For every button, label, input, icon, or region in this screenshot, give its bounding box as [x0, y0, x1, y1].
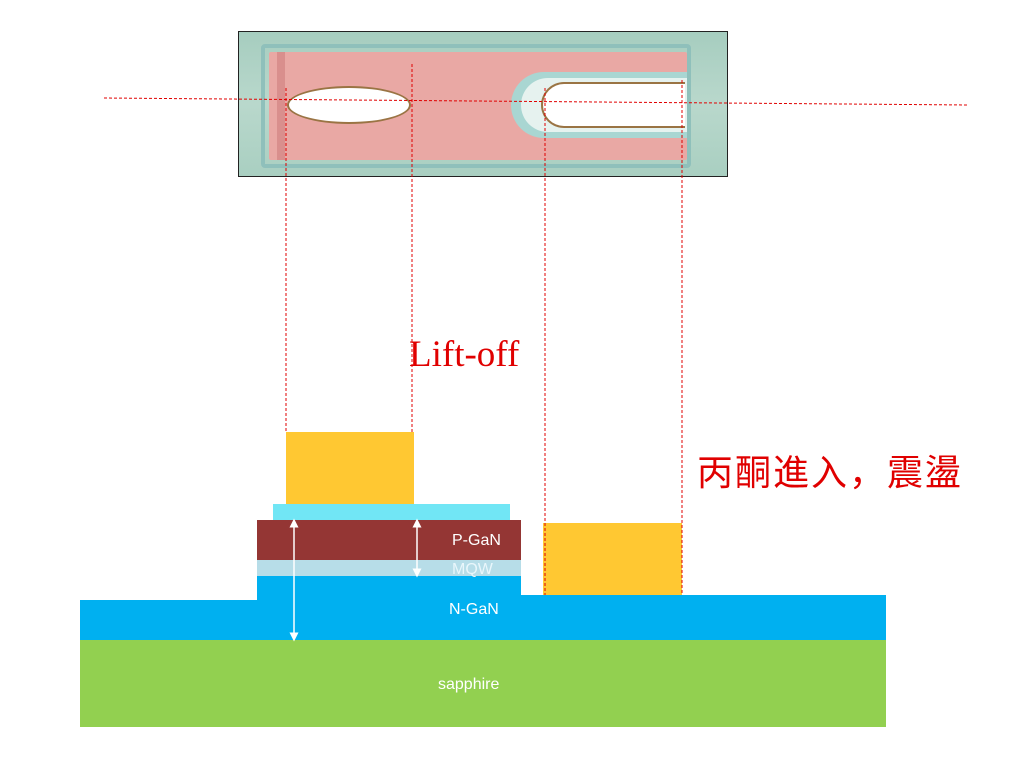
mesa-outline	[261, 44, 691, 168]
ito-layer	[273, 504, 510, 520]
mqw-layer	[257, 560, 521, 576]
acetone-note-caption: 丙酮進入，震盪	[697, 453, 964, 493]
sapphire-label: sapphire	[438, 676, 500, 693]
mqw-label: MQW	[452, 561, 493, 578]
n-electrode-metal	[543, 523, 682, 595]
pad-edge-strip	[277, 52, 285, 160]
p-electrode-metal	[286, 432, 414, 504]
n-gan-layer	[80, 600, 886, 640]
micrograph-photo	[238, 31, 728, 177]
p-contact-opening	[287, 86, 411, 124]
n-contact-opening	[541, 82, 685, 128]
horizontal-guide-line	[103, 97, 969, 106]
sapphire-substrate	[80, 639, 886, 727]
p-gan-label: P-GaN	[452, 532, 501, 549]
lift-off-caption: Lift-off	[409, 334, 520, 375]
p-gan-layer	[257, 520, 521, 560]
n-gan-mesa	[257, 575, 521, 601]
n-gan-label: N-GaN	[449, 601, 499, 618]
n-gan-etched-region	[521, 595, 886, 601]
